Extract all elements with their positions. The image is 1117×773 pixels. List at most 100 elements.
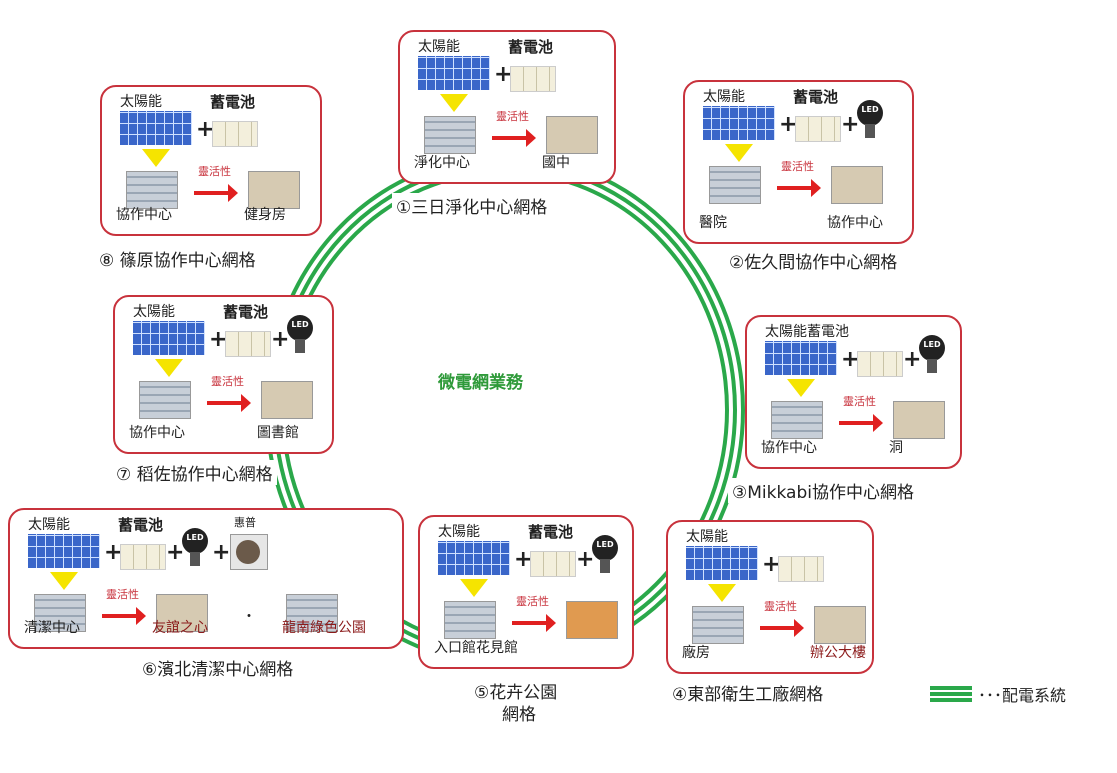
source-label: 太陽能 [133,304,175,320]
yellow-arrow-icon [155,359,183,377]
to-label: 健身房 [244,207,286,223]
from-label: 協作中心 [116,207,172,223]
to-building-icon [156,594,208,632]
battery-icon [778,556,824,582]
led-label: LED [923,340,941,349]
flex-arrow-icon [207,394,251,412]
to-building-icon [831,166,883,204]
from-label: 廠房 [682,645,710,661]
node-box: 太陽能蓄電池+協作中心靈活性健身房 [100,85,322,236]
node-caption: ⑥濱北清潔中心網格 [138,655,298,680]
led-label: LED [186,533,204,542]
from-building-icon [709,166,761,204]
separator: ・ [242,609,256,625]
from-label: 淨化中心 [414,155,470,171]
plus-sign: + [271,327,290,352]
node-box: 太陽能+廠房靈活性辦公大樓 [666,520,874,674]
battery-label: 蓄電池 [210,93,256,111]
to-label: 友誼之心 [152,620,208,636]
solar-panel-icon [438,541,510,575]
node-caption: ⑤花卉公園 [470,678,562,703]
to-label: 圖書館 [257,425,299,441]
from-building-icon [34,594,86,632]
to-building-icon [546,116,598,154]
solar-panel-icon [133,321,205,355]
yellow-arrow-icon [787,379,815,397]
to-label: 龍南綠色公園 [282,620,366,636]
battery-icon [530,551,576,577]
solar-panel-icon [120,111,192,145]
legend-line-icon [930,686,972,702]
flexibility-label: 靈活性 [764,600,797,613]
from-label: 協作中心 [129,425,185,441]
legend: ･･･配電系統 [930,682,1066,706]
battery-label: 蓄電池 [508,38,554,56]
flexibility-label: 靈活性 [843,395,876,408]
flex-arrow-icon [839,414,883,432]
from-building-icon [424,116,476,154]
from-building-icon [771,401,823,439]
plus-sign: + [762,552,781,577]
node-caption: ①三日淨化中心網格 [392,193,552,218]
to-building-icon [893,401,945,439]
to-label: 國中 [542,155,570,171]
node-caption: ⑦ 稻佐協作中心網格 [112,460,277,485]
node-caption: ②佐久間協作中心網格 [725,248,902,273]
battery-icon [857,351,903,377]
battery-icon [120,544,166,570]
node-caption: ④東部衛生工廠網格 [668,680,828,705]
node-box: 太陽能蓄電池++LED+惠普清潔中心靈活性友誼之心・龍南綠色公園 [8,508,404,649]
source-label: 太陽能 [438,524,480,540]
plus-sign: + [514,547,533,572]
from-building-icon [444,601,496,639]
led-label: LED [861,105,879,114]
battery-icon [795,116,841,142]
solar-panel-icon [418,56,490,90]
battery-icon [510,66,556,92]
heat-pump-label: 惠普 [234,516,256,529]
led-label: LED [596,540,614,549]
flexibility-label: 靈活性 [211,375,244,388]
to-building-icon [814,606,866,644]
to-house-icon [566,601,618,639]
from-label: 協作中心 [761,440,817,456]
to-label: 協作中心 [827,215,883,231]
to-building-icon [286,594,338,632]
led-label: LED [291,320,309,329]
plus-sign: + [104,540,123,565]
yellow-arrow-icon [142,149,170,167]
battery-label: 蓄電池 [528,523,574,541]
yellow-arrow-icon [50,572,78,590]
plus-sign: + [209,327,228,352]
battery-label: 蓄電池 [118,516,164,534]
battery-label: 蓄電池 [793,88,839,106]
node-caption: ⑧ 篠原協作中心網格 [95,246,260,271]
legend-label: ･･･配電系統 [978,686,1067,705]
flexibility-label: 靈活性 [516,595,549,608]
flexibility-label: 靈活性 [781,160,814,173]
source-label: 太陽能 [28,517,70,533]
plus-sign: + [212,540,231,565]
to-building-icon [261,381,313,419]
source-label: 太陽能 [703,89,745,105]
from-building-icon [126,171,178,209]
source-label: 太陽能 [686,529,728,545]
to-label: 洞 [889,440,903,456]
battery-icon [212,121,258,147]
from-building-icon [692,606,744,644]
plus-sign: + [196,117,215,142]
led-bulb-icon: LED [592,535,618,573]
yellow-arrow-icon [708,584,736,602]
plus-sign: + [841,347,860,372]
solar-panel-icon [765,341,837,375]
battery-label: 蓄電池 [223,303,269,321]
to-building-icon [248,171,300,209]
led-bulb-icon: LED [182,528,208,566]
plus-sign: + [166,540,185,565]
yellow-arrow-icon [460,579,488,597]
node-box: 太陽能蓄電池+淨化中心靈活性國中 [398,30,616,184]
